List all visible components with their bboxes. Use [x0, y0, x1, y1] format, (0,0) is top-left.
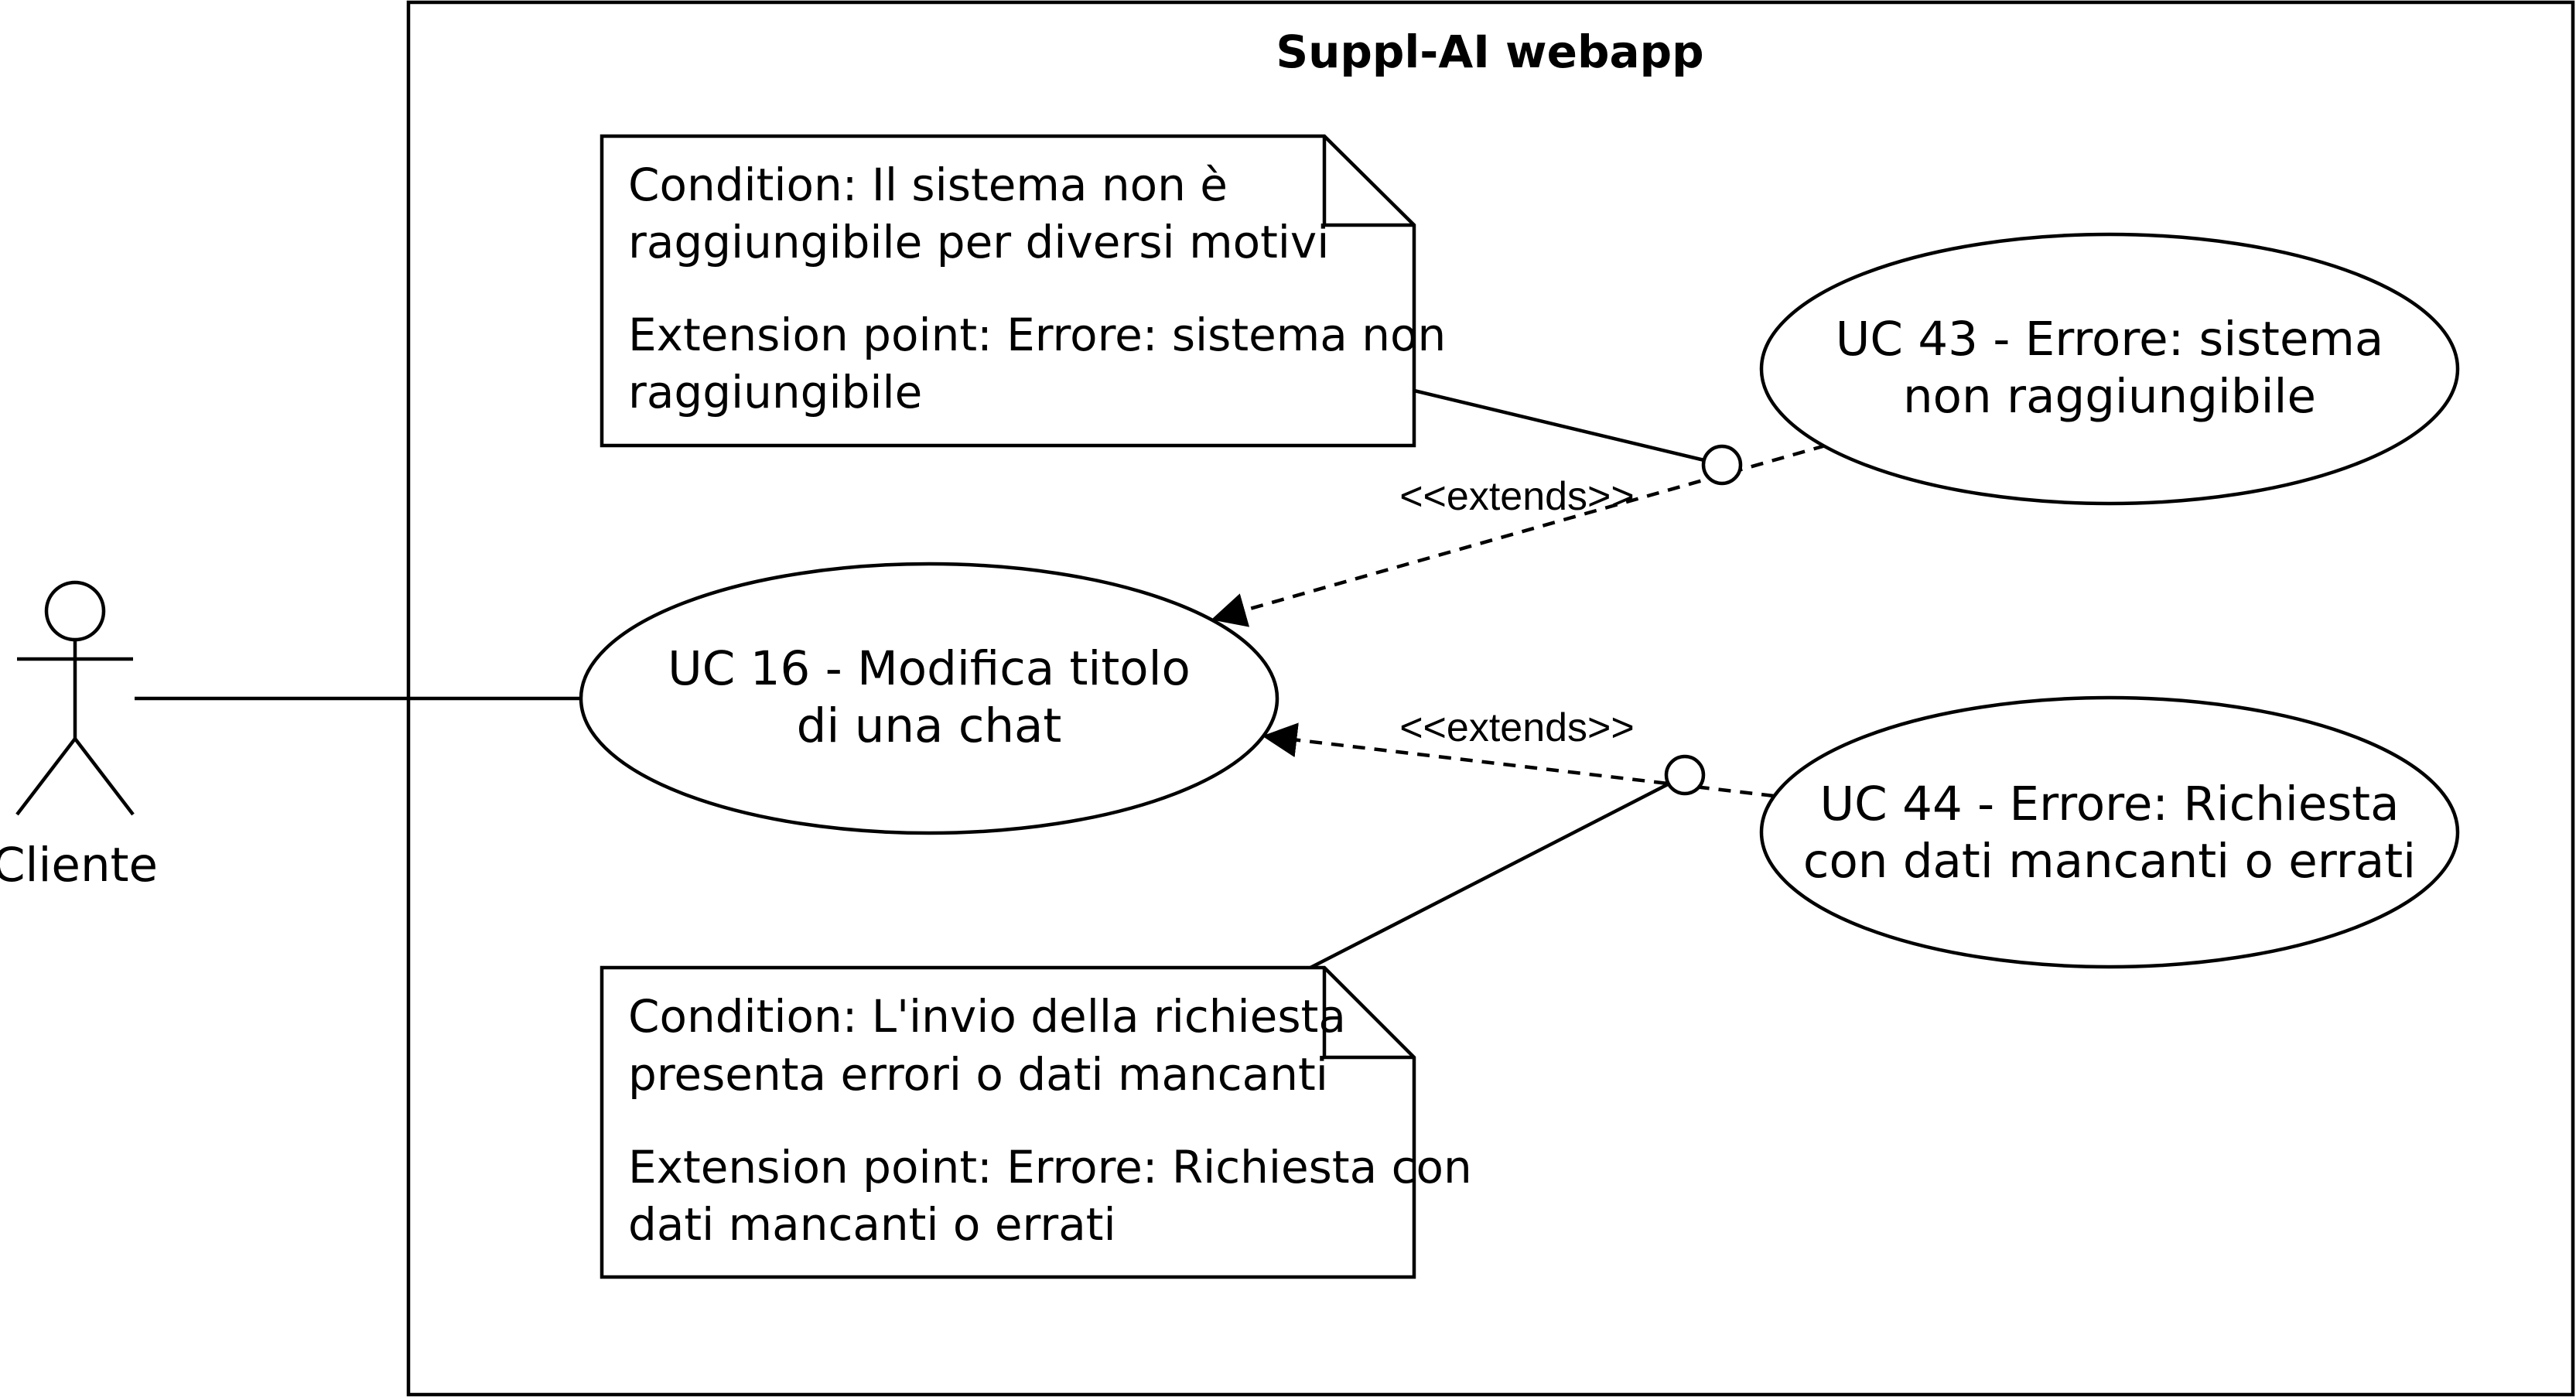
actor-head — [44, 580, 106, 642]
actor-cliente — [15, 580, 135, 816]
uc16-line-2: di una chat — [797, 698, 1062, 753]
uc44-line-1: UC 44 - Errore: Richiesta — [1820, 777, 2400, 831]
uc16-line-1: UC 16 - Modifica titolo — [668, 641, 1191, 696]
note-condition-1 — [600, 134, 1416, 448]
use-case-uc43 — [1759, 232, 2460, 506]
note-2-condition-line-1: Condition: L'invio della richiesta — [628, 990, 1346, 1043]
note-1-connector — [1413, 388, 1705, 463]
extends-arrow-uc43 — [1211, 443, 1826, 627]
note-fold-2 — [1322, 968, 1414, 1060]
extends-label-1: <<extends>> — [1399, 474, 1635, 519]
uc43-line-2: non raggiungibile — [1903, 369, 2316, 424]
note-condition-2 — [600, 965, 1416, 1279]
extension-point-circle-2 — [1664, 754, 1706, 796]
use-case-uc16 — [579, 562, 1279, 835]
note-2-extension-line-2: dati mancanti o errati — [628, 1198, 1116, 1251]
extends-label-2: <<extends>> — [1399, 705, 1635, 750]
actor-label: Cliente — [0, 838, 158, 893]
actor-right-leg — [73, 737, 135, 816]
system-title: Suppl-AI webapp — [1276, 26, 1703, 78]
uc43-line-1: UC 43 - Errore: sistema — [1836, 312, 2384, 367]
note-1-extension-line-1: Extension point: Errore: sistema non — [628, 309, 1446, 361]
actor-left-leg — [15, 737, 77, 816]
note-fold-1 — [1322, 136, 1414, 227]
note-2-connector — [1309, 781, 1671, 970]
extension-point-circle-1 — [1701, 444, 1743, 486]
note-2-extension-line-1: Extension point: Errore: Richiesta con — [628, 1141, 1472, 1193]
note-2-condition-line-2: presenta errori o dati mancanti — [628, 1048, 1328, 1101]
uc44-line-2: con dati mancanti o errati — [1803, 834, 2416, 889]
use-case-uc44 — [1759, 695, 2460, 969]
note-1-condition-line-2: raggiungibile per diversi motivi — [628, 216, 1329, 268]
note-1-extension-line-2: raggiungibile — [628, 366, 922, 418]
note-1-condition-line-1: Condition: Il sistema non è — [628, 159, 1228, 211]
